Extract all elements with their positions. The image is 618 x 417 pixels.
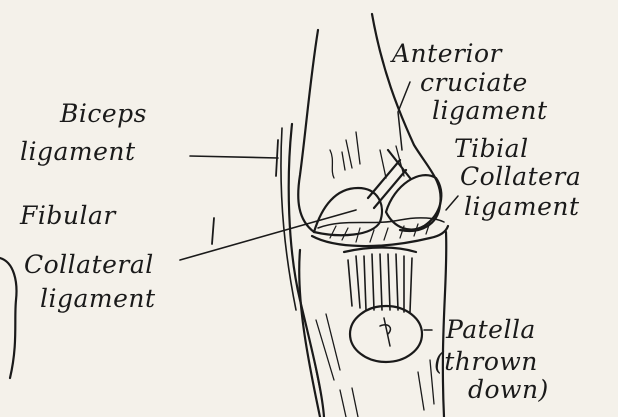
label-tibial-line2: Collatera — [460, 165, 581, 188]
label-fibular: Fibular — [20, 204, 116, 227]
label-anterior: Anterior — [392, 42, 502, 65]
anterior-cruciate-ligament — [368, 150, 410, 208]
fibula-outline — [289, 124, 324, 417]
fibular-tick — [212, 218, 214, 244]
tibia-outline-left — [299, 250, 320, 417]
label-anterior-line2: cruciate — [420, 71, 528, 94]
patellar-ligament-fibres — [348, 254, 412, 312]
femur-shading — [342, 132, 404, 178]
cruciate-leader — [398, 82, 410, 150]
biceps-tick — [276, 140, 278, 176]
label-anterior-line3: ligament — [432, 99, 548, 122]
label-patella-line3: down) — [468, 378, 549, 401]
femur-shading-2 — [330, 150, 334, 178]
label-tibial-line3: ligament — [464, 195, 580, 218]
patella-mark — [380, 318, 390, 346]
label-fibular-line2: Collateral — [24, 253, 154, 276]
label-patella: Patella — [446, 318, 536, 341]
label-biceps: Biceps — [60, 102, 147, 125]
femur-outline-left — [298, 30, 318, 232]
label-biceps-line2: ligament — [20, 140, 136, 163]
tibial-leader — [446, 196, 458, 210]
patellar-ligament-top — [344, 248, 416, 253]
label-fibular-line3: ligament — [40, 287, 156, 310]
meniscus-hatch — [330, 222, 430, 242]
left-edge-fragment — [0, 258, 16, 378]
patella — [350, 306, 422, 362]
lower-leg-shading — [312, 314, 434, 417]
label-tibial: Tibial — [454, 137, 529, 160]
biceps-leader — [190, 156, 278, 158]
label-patella-line2: (thrown — [434, 350, 538, 373]
